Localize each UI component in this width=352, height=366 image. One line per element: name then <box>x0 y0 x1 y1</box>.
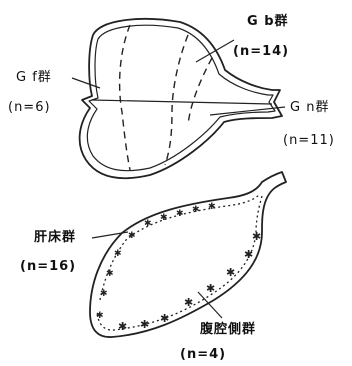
gb-group-label: G b群 <box>247 14 289 29</box>
svg-text:✱: ✱ <box>252 230 261 243</box>
svg-text:✱: ✱ <box>96 311 104 321</box>
svg-text:✱: ✱ <box>128 231 136 241</box>
peritoneal-side-count-label: (n=4) <box>180 347 226 362</box>
gf-group-label: G f群 <box>16 70 52 85</box>
liver-bed-group-label: 肝床群 <box>34 230 76 245</box>
gallbladder-top-outline <box>80 19 282 178</box>
svg-text:✱: ✱ <box>226 266 235 279</box>
peritoneal-side-group-label: 腹腔側群 <box>200 322 256 337</box>
svg-text:✱: ✱ <box>160 312 169 325</box>
svg-text:✱: ✱ <box>118 320 127 333</box>
svg-text:✱: ✱ <box>114 249 122 259</box>
svg-text:✱: ✱ <box>184 296 193 309</box>
peritoneal-side-stars: ✱ ✱ ✱ ✱ ✱ ✱ ✱ ✱ <box>118 230 261 333</box>
gn-group-label: G n群 <box>290 100 329 115</box>
svg-text:✱: ✱ <box>208 202 216 212</box>
svg-text:✱: ✱ <box>176 209 184 219</box>
svg-text:✱: ✱ <box>144 219 152 229</box>
liver-bed-count-label: (n=16) <box>20 259 76 274</box>
liver-bed-stars: ✱ ✱ ✱ ✱ ✱ ✱ ✱ ✱ ✱ ✱ <box>96 202 216 321</box>
gf-count-label: (n=6) <box>8 100 51 115</box>
svg-text:✱: ✱ <box>192 205 200 215</box>
svg-text:✱: ✱ <box>160 213 168 223</box>
svg-text:✱: ✱ <box>106 269 114 279</box>
gb-count-label: (n=14) <box>233 44 289 59</box>
gn-count-label: (n=11) <box>283 133 335 148</box>
svg-text:✱: ✱ <box>100 289 108 299</box>
svg-text:✱: ✱ <box>140 318 149 331</box>
svg-text:✱: ✱ <box>244 248 253 261</box>
svg-text:✱: ✱ <box>206 282 215 295</box>
